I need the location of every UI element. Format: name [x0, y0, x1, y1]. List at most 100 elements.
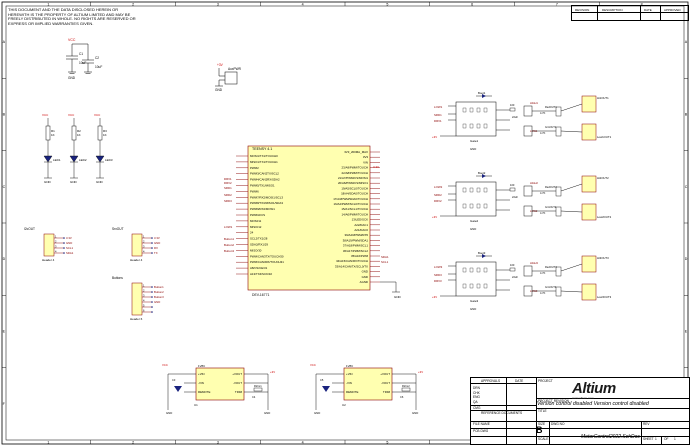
mcu-right-pin: 36/A17/PWM/SCL2	[343, 249, 368, 253]
zone-col-label: 3	[217, 440, 219, 444]
mcu-right-pin: 13/LED/SCK	[352, 218, 368, 222]
v3-net: +3V	[270, 370, 275, 374]
out-hi-connector	[581, 175, 597, 193]
mcu-right-pin: VIN	[363, 160, 368, 164]
description-header: DESCRIPTION	[602, 8, 623, 12]
regulator-ref: U2	[342, 403, 346, 407]
approved-header: APPROVED	[664, 8, 681, 12]
gate-driver-body	[455, 181, 497, 217]
of-value: 1	[674, 437, 676, 441]
mcu-left-net: Button2	[224, 243, 234, 247]
boot-ref: Boot1	[478, 91, 486, 95]
led-symbol	[69, 155, 79, 163]
resistor	[509, 267, 516, 272]
out-lo-ref: Low2OUT2	[597, 215, 612, 219]
gate-driver-body	[455, 261, 497, 297]
qa-label: QA	[473, 399, 478, 404]
vcc-net: VCC	[162, 363, 168, 367]
junction-dot	[63, 252, 65, 254]
c1-value: 10uF	[79, 61, 86, 65]
mcu-body	[247, 145, 371, 291]
mcu-left-pin: PWM/CAN3RX/TOUCH31	[250, 260, 284, 264]
header-ref: Header 4	[130, 258, 143, 262]
resistor-value: 4.7K	[540, 211, 546, 215]
gate-driver-pin	[469, 187, 474, 193]
junction-dot	[151, 247, 153, 249]
header-pin-num: 2	[143, 239, 145, 243]
mcu-right-net: SCL1	[381, 260, 389, 264]
gnd-net: GND	[470, 147, 476, 151]
mcu-right-pin: 15/A1/SCL1/TOUCH	[341, 207, 368, 211]
mcu-right-pin: 38/A19/PWM/SDA1	[343, 238, 369, 242]
reg-left-pin: +VIN	[198, 372, 205, 376]
header-net: Button3	[154, 295, 164, 299]
boot-ref: Boot3	[478, 251, 486, 255]
seen-label: FILE NAME	[473, 422, 490, 426]
bridge-led-a: RedOUT3	[545, 265, 557, 269]
junction-dot	[151, 286, 153, 288]
header-net: TX	[154, 251, 158, 255]
mcu-right-pin: 19/A5/SCL0/TOUCH	[341, 186, 368, 190]
project-revision-label: PROJECT REVISION	[538, 399, 569, 403]
zone-row-label: D	[3, 257, 6, 261]
gate-driver-pin	[469, 203, 474, 209]
mcu-left-pin: MOSI/11	[250, 219, 262, 223]
header-body	[131, 282, 143, 316]
date-label: DATE	[515, 379, 524, 383]
mcu-left-pin: PWM4/CAN2RX/SDA2	[250, 178, 280, 182]
gate-driver-pin	[462, 107, 467, 113]
version-text: Version control disabled Version control…	[537, 401, 649, 407]
resistor	[555, 266, 562, 277]
header-pin-num: 4	[55, 249, 57, 253]
reg-right-pin: TRIM	[383, 390, 391, 394]
gate-ref: Gate3	[470, 299, 479, 303]
out-lo-connector	[581, 203, 597, 221]
aux-pwr-connector	[215, 68, 238, 87]
resistor	[509, 187, 516, 192]
out-hi-connector	[581, 255, 597, 273]
pcb-label: PCB DWG	[473, 429, 489, 433]
wire	[560, 210, 583, 213]
header-pin-num: 5	[143, 303, 145, 307]
bridge-lo-net: LOW2	[434, 185, 443, 189]
gate-driver-pin	[469, 107, 474, 113]
mcu-left-pin: MISO/30	[250, 248, 262, 252]
mcu-left-pin: MISO1/TX1/TOUCH1	[250, 160, 278, 164]
resistor-value: 1K	[77, 133, 81, 137]
gate-driver-pin	[483, 203, 488, 209]
approvals-label: APPROVALS	[481, 379, 501, 383]
junction-dot	[63, 247, 65, 249]
led-indicators: VCCR11KLED1GNDVCCR21KLED2GNDVCCR31KLED3G…	[42, 113, 113, 184]
v33-net: 3.3V	[373, 165, 379, 169]
cap-ref: C4	[252, 395, 256, 399]
mcu-left-pin: PWM10/CS	[250, 213, 265, 217]
header-net: GND	[154, 241, 160, 245]
out-hi-ref: Hi3OUT3	[597, 256, 609, 260]
gate-driver-pin	[476, 283, 481, 289]
tvs-diode	[322, 386, 330, 392]
zone-row-label: B	[3, 113, 6, 117]
cap-ref: C3	[172, 378, 176, 382]
led-ref: LED3	[105, 158, 113, 162]
bridge-led-b: GrnOUT3	[545, 285, 557, 289]
out-hi-ref: Hi2OUT2	[597, 176, 609, 180]
bridge-drv-net: DRV2	[434, 199, 442, 203]
zone-row-label: A	[3, 40, 6, 44]
gate-driver-pin	[469, 267, 474, 273]
gnd-net: GND	[314, 411, 320, 415]
out-hi-connector	[581, 95, 597, 113]
header-pin-num: 6	[143, 308, 145, 312]
zone-col-label: 8	[641, 2, 643, 6]
wire	[560, 263, 583, 272]
project-label: PROJECT	[538, 379, 553, 383]
bridge-led-a: RedOUT2	[545, 185, 557, 189]
mcu-right-pin: AGND	[360, 280, 368, 284]
bridge-drv-net: DRV1	[434, 119, 442, 123]
boot-diode	[482, 94, 486, 98]
vcc-net: VCC	[94, 113, 101, 117]
resistor	[555, 126, 562, 137]
bridge-led-a: RedOUT1	[545, 105, 557, 109]
cap-c2	[82, 44, 94, 74]
